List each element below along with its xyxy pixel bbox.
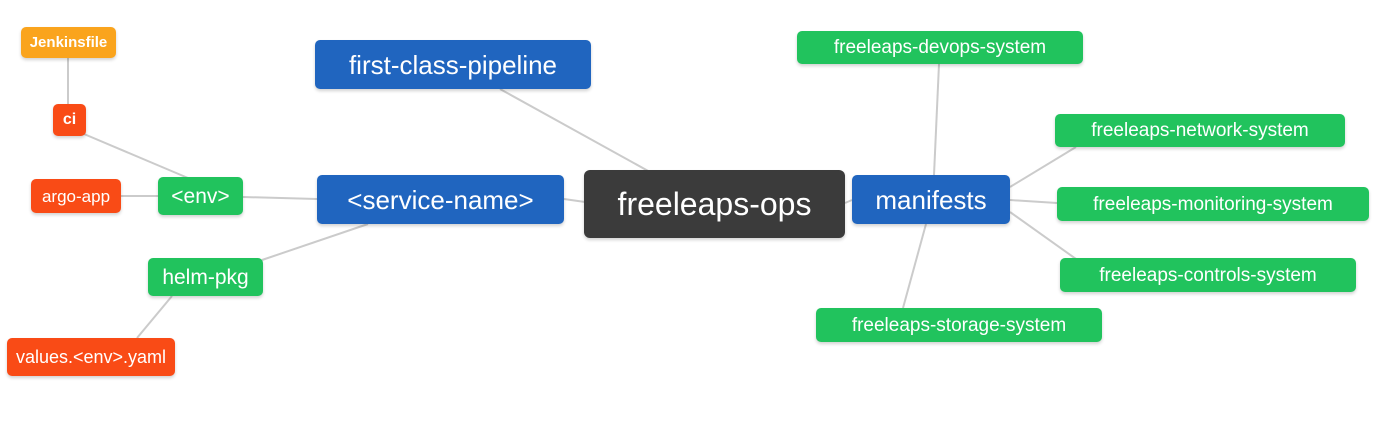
- mindmap-root-node-freeleaps-ops[interactable]: freeleaps-ops: [584, 170, 845, 238]
- edge-manifests-monitoring: [1009, 199, 1058, 204]
- mindmap-node-ci[interactable]: ci: [53, 104, 86, 136]
- edge-pipeline-ops: [499, 88, 651, 173]
- mindmap-node-jenkinsfile[interactable]: Jenkinsfile: [21, 27, 116, 58]
- mindmap-node-controls-system[interactable]: freeleaps-controls-system: [1060, 258, 1356, 292]
- mindmap-node-devops-system[interactable]: freeleaps-devops-system: [797, 31, 1083, 64]
- mindmap-node-monitoring-system[interactable]: freeleaps-monitoring-system: [1057, 187, 1369, 221]
- mindmap-node-storage-system[interactable]: freeleaps-storage-system: [816, 308, 1102, 342]
- mindmap-node-argo-app[interactable]: argo-app: [31, 179, 121, 213]
- edge-helmpkg-servicename: [261, 223, 369, 261]
- mindmap-node-helm-pkg[interactable]: helm-pkg: [148, 258, 263, 296]
- edge-manifests-network: [1009, 146, 1077, 188]
- edge-env-servicename: [242, 196, 318, 200]
- mindmap-node-service-name[interactable]: <service-name>: [317, 175, 564, 224]
- mindmap-node-manifests[interactable]: manifests: [852, 175, 1010, 224]
- edge-manifests-controls: [1009, 211, 1077, 260]
- mindmap-node-first-class-pipeline[interactable]: first-class-pipeline: [315, 40, 591, 89]
- edge-ci-env: [83, 133, 189, 179]
- mindmap-node-network-system[interactable]: freeleaps-network-system: [1055, 114, 1345, 147]
- edge-manifests-devops: [933, 63, 940, 176]
- edge-ops-manifests: [844, 199, 853, 204]
- mindmap-node-env[interactable]: <env>: [158, 177, 243, 215]
- edge-values-helmpkg: [136, 295, 173, 339]
- mindmap-node-values-env-yaml[interactable]: values.<env>.yaml: [7, 338, 175, 376]
- edge-servicename-ops: [563, 198, 586, 203]
- edge-manifests-storage: [902, 223, 927, 309]
